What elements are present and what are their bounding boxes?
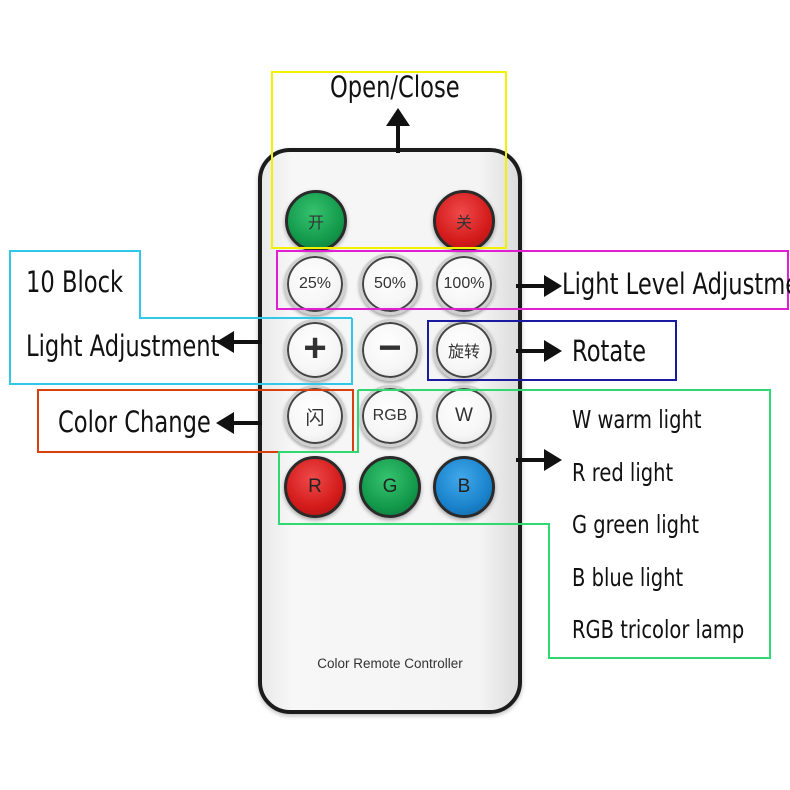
open-close-text: Open/Close: [330, 70, 460, 104]
level-50-label: 50%: [373, 275, 407, 292]
color-change-box: [37, 389, 354, 453]
off-button[interactable]: 关: [433, 190, 495, 252]
level-100-button[interactable]: 100%: [433, 253, 495, 315]
flash-label: 闪: [305, 407, 325, 429]
green-button[interactable]: G: [359, 456, 421, 518]
adjust-arrow-head: [216, 331, 234, 353]
plus-icon: +: [303, 326, 327, 370]
red-label: R: [308, 476, 322, 497]
legend-item: G green light: [572, 510, 700, 539]
red-button[interactable]: R: [284, 456, 346, 518]
open-close-box: [271, 71, 507, 249]
on-label: 开: [307, 215, 324, 232]
flash-button[interactable]: 闪: [284, 385, 346, 447]
rgb-label: RGB: [372, 407, 408, 424]
level-25-button[interactable]: 25%: [284, 253, 346, 315]
level-25-label: 25%: [298, 275, 332, 292]
block-text: 10 Block: [26, 265, 124, 299]
warm-button[interactable]: W: [433, 385, 495, 447]
rotate-arrow-head: [544, 340, 562, 362]
off-label: 关: [455, 215, 472, 232]
color-arrow-head: [216, 412, 234, 434]
remote-label: Color Remote Controller: [317, 656, 463, 671]
level-text: Light Level Adjustment: [562, 267, 790, 301]
plus-button[interactable]: +: [284, 319, 346, 381]
level-box: [276, 250, 789, 310]
up-arrow-head: [386, 108, 410, 126]
legend-item: B blue light: [572, 563, 684, 592]
rgb-button[interactable]: RGB: [359, 385, 421, 447]
green-label: G: [382, 476, 398, 497]
rotate-text: Rotate: [572, 334, 647, 368]
level-arrow-head: [544, 275, 562, 297]
color-legend-box: [278, 389, 771, 659]
legend-item: RGB tricolor lamp: [572, 615, 745, 644]
level-50-button[interactable]: 50%: [359, 253, 421, 315]
minus-icon: −: [378, 326, 402, 370]
light-adjust-text: Light Adjustment: [26, 329, 220, 363]
legend-arrow-head: [544, 449, 562, 471]
level-100-label: 100%: [443, 275, 485, 292]
block-box: [9, 250, 353, 385]
legend-item: R red light: [572, 458, 674, 487]
rotate-label: 旋转: [447, 344, 480, 361]
warm-label: W: [455, 405, 473, 426]
color-change-text: Color Change: [58, 405, 211, 439]
minus-button[interactable]: −: [359, 319, 421, 381]
legend-item: W warm light: [572, 405, 702, 434]
rotate-box: [427, 320, 677, 381]
blue-button[interactable]: B: [433, 456, 495, 518]
blue-label: B: [457, 476, 471, 497]
